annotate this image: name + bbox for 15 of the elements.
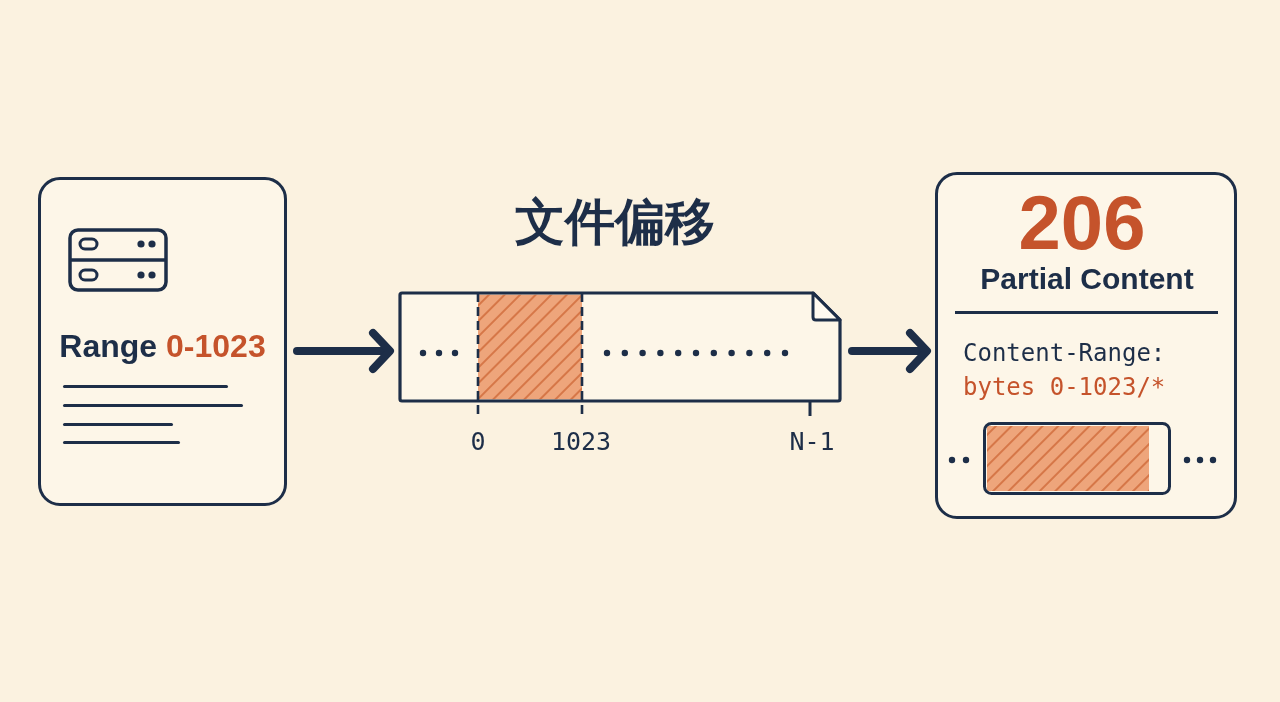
arrow [848, 329, 931, 373]
offset-label: 1023 [550, 428, 612, 454]
arrow [293, 329, 394, 373]
header-name: Content-Range: [963, 340, 1166, 365]
status-text: Partial Content [980, 263, 1194, 294]
header-name: Range [59, 327, 158, 364]
header-value: bytes 0-1023/* [963, 374, 1166, 399]
offset-label: 0 [470, 428, 486, 454]
response-card [935, 172, 1237, 519]
offset-label: N-1 [789, 428, 835, 454]
status-code: 206 [1018, 184, 1146, 261]
range-value: 0-1023 [166, 327, 266, 364]
file-strip [398, 291, 842, 403]
title: 文件偏移 [515, 192, 715, 253]
request-card [38, 177, 287, 506]
